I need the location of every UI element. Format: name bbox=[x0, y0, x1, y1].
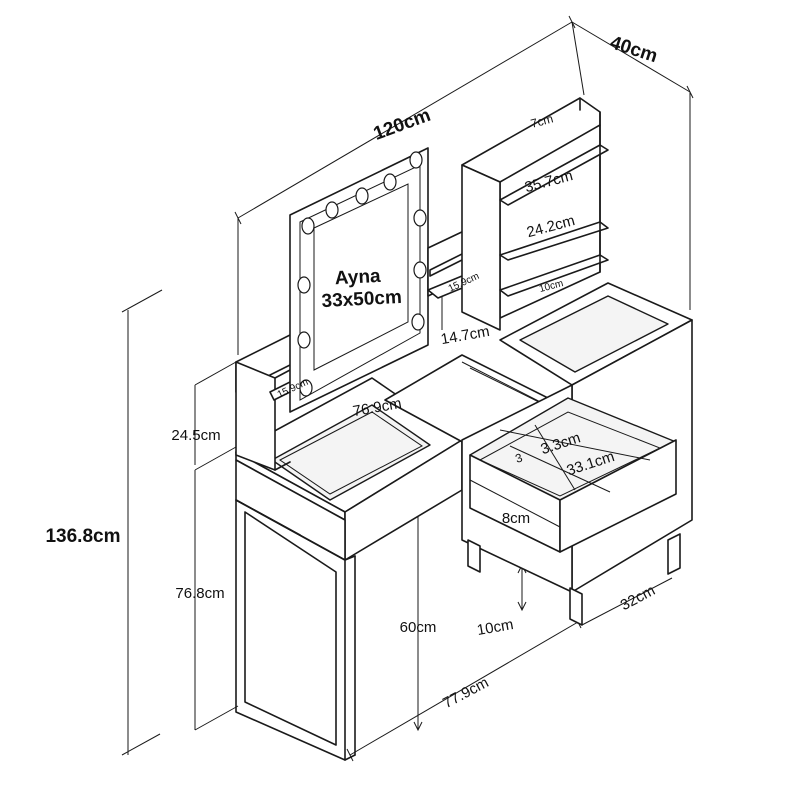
label-drawer-inner-a-prefix: 3 bbox=[513, 450, 524, 465]
label-riser-height: 14.7cm bbox=[440, 323, 491, 348]
leg-clearance-dimension bbox=[517, 563, 527, 612]
overall-height-dimension bbox=[121, 289, 163, 756]
label-upper-back-height: 24.5cm bbox=[171, 427, 220, 444]
label-depth-total: 40cm bbox=[607, 32, 660, 67]
mirror-size: 33x50cm bbox=[321, 287, 402, 312]
label-cabinet-width: 77.9cm bbox=[440, 674, 491, 712]
label-leg-clearance: 10cm bbox=[476, 616, 515, 639]
mirror: Ayna 33x50cm bbox=[289, 147, 429, 413]
label-height-total: 136.8cm bbox=[45, 526, 120, 547]
mirror-title: Ayna bbox=[334, 266, 381, 289]
label-cabinet-depth: 32cm bbox=[618, 582, 658, 614]
overall-width-dimension bbox=[234, 15, 585, 355]
right-cabinet bbox=[461, 282, 693, 626]
cabinet-depth-dimension bbox=[581, 577, 673, 626]
knee-height-dimension bbox=[413, 498, 423, 732]
mirror-bulbs bbox=[297, 151, 427, 397]
label-knee-height: 60cm bbox=[400, 619, 437, 636]
label-width-total: 120cm bbox=[371, 105, 434, 145]
upper-height-dimension bbox=[194, 361, 237, 465]
desk-height-dimension bbox=[194, 446, 239, 731]
upper-back-panel bbox=[235, 329, 323, 471]
right-shelf-tower bbox=[461, 97, 609, 331]
label-top-shelf-gap: 7cm bbox=[529, 111, 555, 130]
label-desk-height: 76.8cm bbox=[175, 585, 224, 602]
overall-depth-dimension bbox=[571, 21, 694, 310]
label-drawer-height: 8cm bbox=[502, 510, 530, 527]
